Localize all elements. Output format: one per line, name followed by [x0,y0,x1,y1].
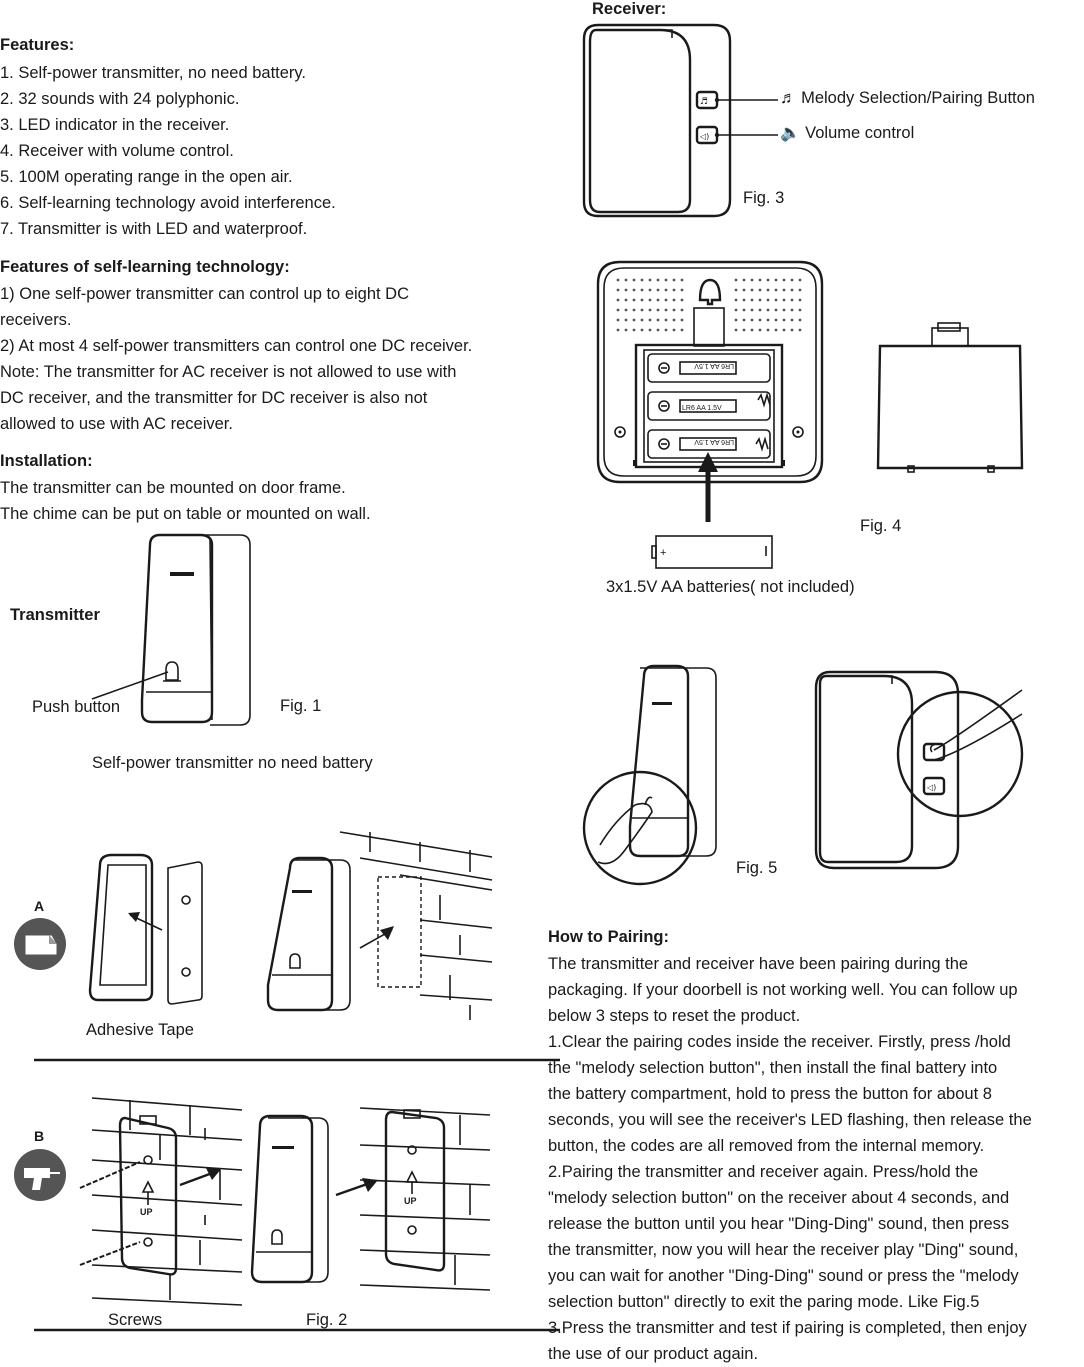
feature-item: 6. Self-learning technology avoid interf… [0,194,336,212]
text-line: below 3 steps to reset the product. [548,1007,801,1025]
fig2-label: Fig. 2 [306,1311,348,1329]
fig3-label: Fig. 3 [743,189,785,207]
svg-text:◁): ◁) [699,132,709,141]
feature-item: 5. 100M operating range in the open air. [0,168,293,186]
fig4-caption: 3x1.5V AA batteries( not included) [606,578,855,596]
text-line: The transmitter can be mounted on door f… [0,479,346,497]
text-line: the use of our product again. [548,1345,759,1363]
fig1-label: Fig. 1 [280,697,322,715]
up-label: UP [404,1196,417,1206]
battery-plus-sign: + [660,547,666,559]
text-line: you can wait for another "Ding-Ding" sou… [548,1267,1019,1285]
text-line: selection button" directly to exit the p… [548,1293,980,1311]
text-line: 2.Pairing the transmitter and receiver a… [548,1163,979,1181]
transmitter-label: Transmitter [10,606,100,624]
feature-item: 2. 32 sounds with 24 polyphonic. [0,90,240,108]
text-line: packaging. If your doorbell is not worki… [548,981,1018,999]
text-line: the "melody selection button", then inst… [548,1059,998,1077]
text-line: Note: The transmitter for AC receiver is… [0,363,457,381]
installation-title: Installation: [0,452,93,470]
svg-text:◁): ◁) [926,783,936,792]
adhesive-tape-label: Adhesive Tape [86,1021,194,1039]
fig2-a-label: A [34,898,45,914]
text-line: allowed to use with AC receiver. [0,415,233,433]
feature-item: 1. Self-power transmitter, no need batte… [0,64,307,82]
text-line: release the button until you hear "Ding-… [548,1215,1010,1233]
text-line: 2) At most 4 self-power transmitters can… [0,337,473,355]
volume-control-label: 🔈 Volume control [780,124,915,142]
svg-text:♬: ♬ [700,97,708,107]
self-learning-title: Features of self-learning technology: [0,258,290,276]
text-line: receivers. [0,311,72,329]
text-line: 1) One self-power transmitter can contro… [0,285,410,303]
text-line: "melody selection button" on the receive… [548,1189,1010,1207]
fig5-label: Fig. 5 [736,859,778,877]
text-line: 3.Press the transmitter and test if pair… [548,1319,1027,1337]
feature-item: 3. LED indicator in the receiver. [0,116,230,134]
battery-label: LR6 AA 1.5V [694,362,734,369]
up-label: UP [140,1207,153,1217]
text-line: 1.Clear the pairing codes inside the rec… [548,1033,1011,1051]
text-line: The transmitter and receiver have been p… [548,955,969,973]
feature-item: 7. Transmitter is with LED and waterproo… [0,220,308,238]
battery-label: LR6 AA 1.5V [694,438,734,445]
melody-button-label: ♬ Melody Selection/Pairing Button [780,89,1035,107]
text-line: button, the codes are all removed from t… [548,1137,985,1155]
pairing-text: The transmitter and receiver have been p… [548,951,1032,1367]
feature-item: 4. Receiver with volume control. [0,142,234,160]
self-learning-text: 1) One self-power transmitter can contro… [0,281,472,437]
features-list: 1. Self-power transmitter, no need batte… [0,60,336,242]
push-button-label: Push button [32,698,121,716]
installation-text: The transmitter can be mounted on door f… [0,475,371,527]
text-line: the transmitter, now you will hear the r… [548,1241,1019,1259]
fig4-label: Fig. 4 [860,517,902,535]
screws-label: Screws [108,1311,163,1329]
text-line: the battery compartment, hold to press t… [548,1085,992,1103]
text-line: seconds, you will see the receiver's LED… [548,1111,1032,1129]
fig2-b-label: B [34,1128,45,1144]
pairing-title: How to Pairing: [548,928,669,946]
text-line: DC receiver, and the transmitter for DC … [0,389,428,407]
features-title: Features: [0,36,75,54]
fig1-caption: Self-power transmitter no need battery [92,754,373,772]
text-line: The chime can be put on table or mounted… [0,505,371,523]
battery-label: LR6 AA 1.5V [682,405,722,412]
receiver-title: Receiver: [592,0,667,18]
